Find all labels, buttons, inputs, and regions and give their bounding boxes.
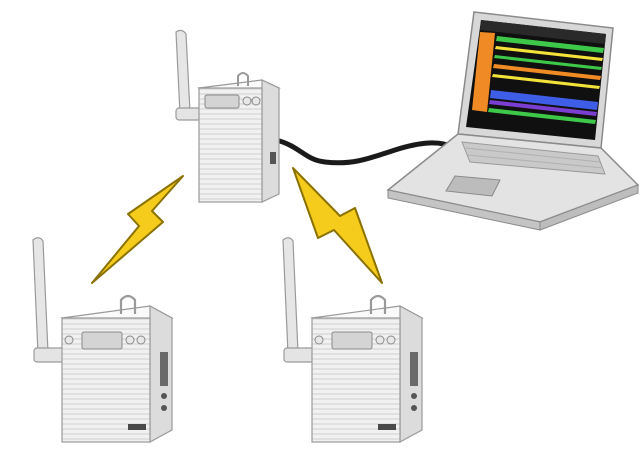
wireless-remote-unit-icon [32,237,174,444]
lightning-bolt-icon [292,167,383,284]
wireless-remote-unit-icon [282,237,424,444]
usb-cable-icon [273,137,458,166]
data-logger-software-screen [472,20,606,124]
laptop-icon [386,11,640,231]
lightning-bolt-icon [91,175,184,284]
wireless-base-unit-icon [175,29,282,203]
